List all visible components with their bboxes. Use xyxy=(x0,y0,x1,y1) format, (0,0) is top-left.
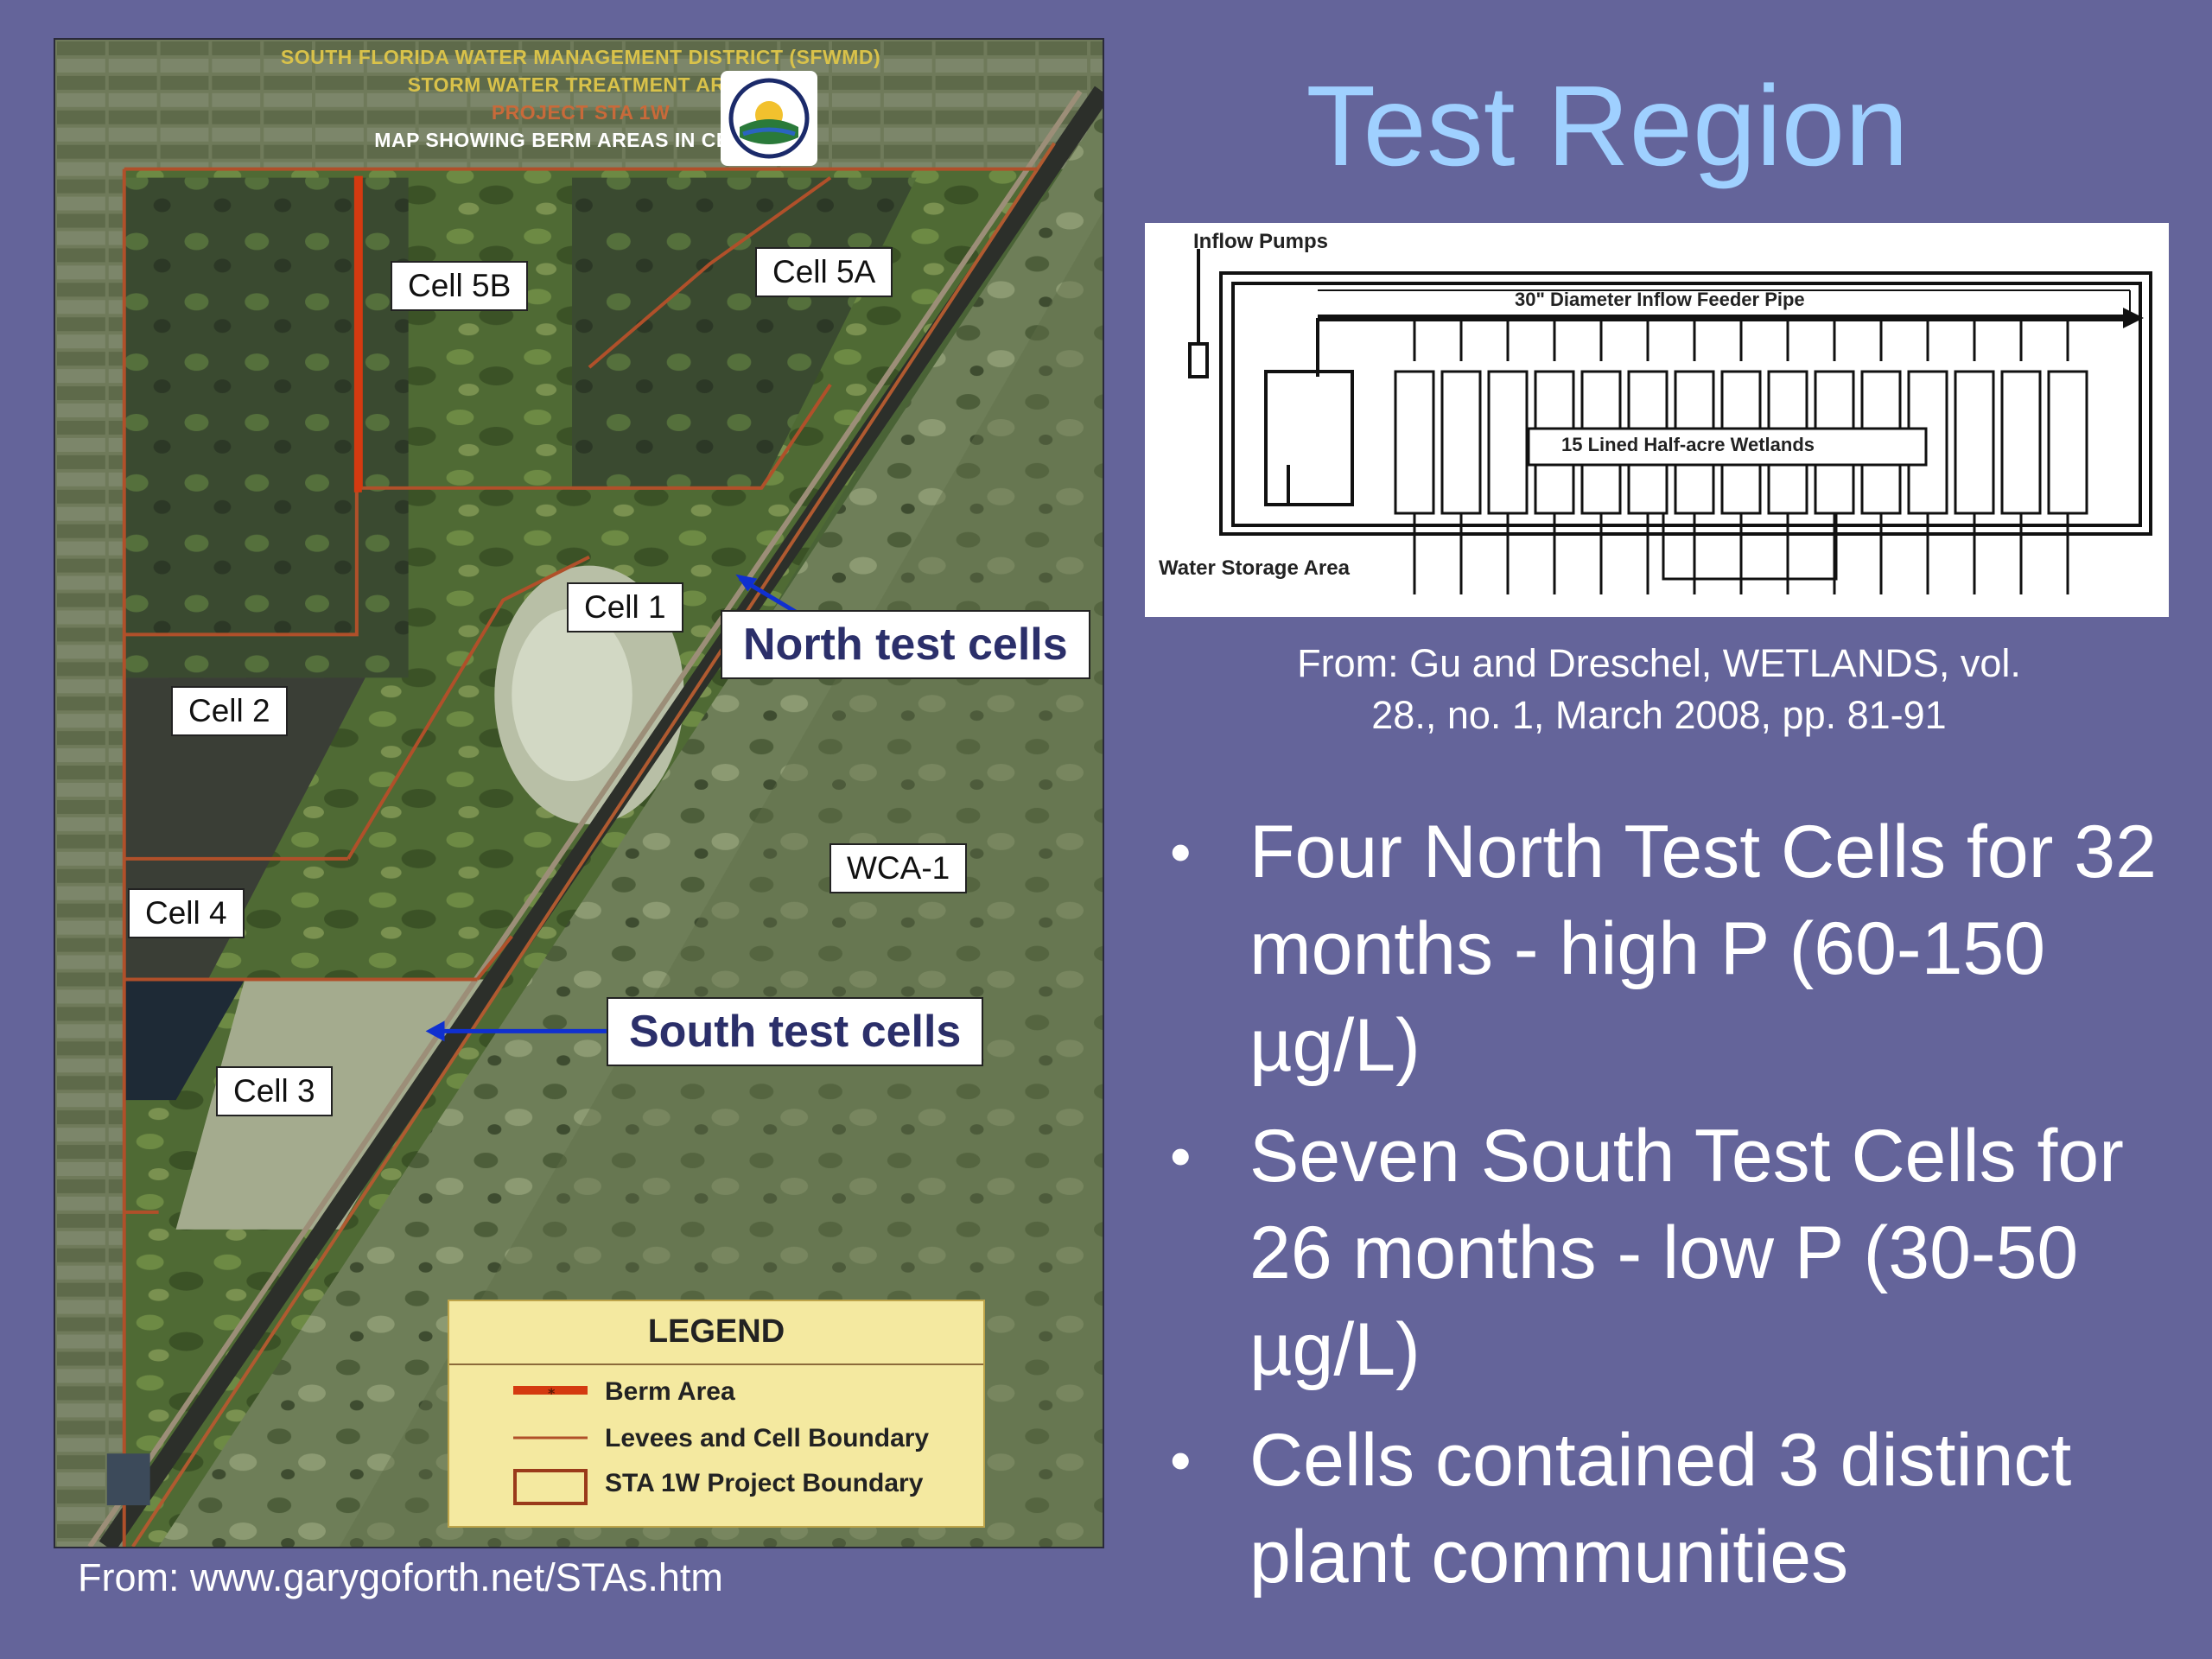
sfwmd-logo xyxy=(721,71,817,166)
cell-1-label: Cell 1 xyxy=(567,582,683,632)
wetlands-label: 15 Lined Half-acre Wetlands xyxy=(1561,434,1815,455)
slide-title: Test Region xyxy=(1306,62,1909,189)
bullet-list: • Four North Test Cells for 32 months - … xyxy=(1158,804,2195,1619)
legend-title: LEGEND xyxy=(449,1301,983,1365)
outflow-arrows xyxy=(1413,513,2069,594)
wca-1-label: WCA-1 xyxy=(830,843,968,893)
bullet-text: Cells contained 3 distinct plant communi… xyxy=(1249,1419,2072,1599)
south-test-cells-callout: South test cells xyxy=(607,997,984,1066)
inflow-arrows xyxy=(1413,318,2069,361)
project-boundary-swatch xyxy=(513,1469,588,1505)
bullet-dot-icon: • xyxy=(1170,818,1192,886)
map-header-line2: STORM WATER TREATMENT AREA xyxy=(407,73,754,96)
cell-3-label: Cell 3 xyxy=(216,1066,333,1116)
svg-text:*: * xyxy=(548,1385,556,1402)
diagram-citation: From: Gu and Dreschel, WETLANDS, vol. 28… xyxy=(1184,638,2134,741)
citation-line-2: 28., no. 1, March 2008, pp. 81-91 xyxy=(1371,693,1947,737)
sfwmd-logo-icon xyxy=(728,78,810,159)
bullet-item: • Four North Test Cells for 32 months - … xyxy=(1158,804,2195,1094)
map-legend: LEGEND * Berm Area Levees and Cell Bound… xyxy=(448,1300,985,1528)
map-header-line3: PROJECT STA 1W xyxy=(491,101,671,124)
cell-2-label: Cell 2 xyxy=(171,686,288,736)
map-header-line4: MAP SHOWING BERM AREAS IN CELL 5B xyxy=(374,129,787,151)
bullet-dot-icon: • xyxy=(1170,1122,1192,1190)
levee-line-swatch xyxy=(513,1436,588,1440)
bullet-item: • Cells contained 3 distinct plant commu… xyxy=(1158,1412,2195,1605)
citation-line-1: From: Gu and Dreschel, WETLANDS, vol. xyxy=(1297,641,2021,685)
north-test-cells-callout: North test cells xyxy=(721,610,1090,679)
inflow-pumps-label: Inflow Pumps xyxy=(1193,230,1328,253)
map-header-line1: SOUTH FLORIDA WATER MANAGEMENT DISTRICT … xyxy=(280,46,881,68)
aerial-map: SOUTH FLORIDA WATER MANAGEMENT DISTRICT … xyxy=(54,38,1104,1548)
cell-5b-label: Cell 5B xyxy=(391,261,529,311)
bullet-item: • Seven South Test Cells for 26 months -… xyxy=(1158,1108,2195,1398)
legend-label-project-boundary: STA 1W Project Boundary xyxy=(605,1469,924,1497)
cell-5a-label: Cell 5A xyxy=(755,247,893,297)
cell-4-label: Cell 4 xyxy=(128,888,245,938)
wetland-layout-diagram: Inflow Pumps 30" Diameter Inflow Feeder … xyxy=(1145,223,2169,617)
bullet-text: Four North Test Cells for 32 months - hi… xyxy=(1249,810,2157,1087)
map-header: SOUTH FLORIDA WATER MANAGEMENT DISTRICT … xyxy=(55,40,1103,169)
map-source-caption: From: www.garygoforth.net/STAs.htm xyxy=(78,1555,723,1599)
feeder-pipe-label: 30" Diameter Inflow Feeder Pipe xyxy=(1515,289,1805,310)
storage-area-label: Water Storage Area xyxy=(1159,556,1350,580)
bullet-text: Seven South Test Cells for 26 months - l… xyxy=(1249,1115,2124,1391)
legend-label-levees: Levees and Cell Boundary xyxy=(605,1424,930,1452)
legend-label-berm: Berm Area xyxy=(605,1377,735,1406)
wetland-layout-drawing xyxy=(1188,249,2152,594)
berm-area-swatch: * xyxy=(513,1385,588,1402)
bullet-dot-icon: • xyxy=(1170,1427,1192,1494)
